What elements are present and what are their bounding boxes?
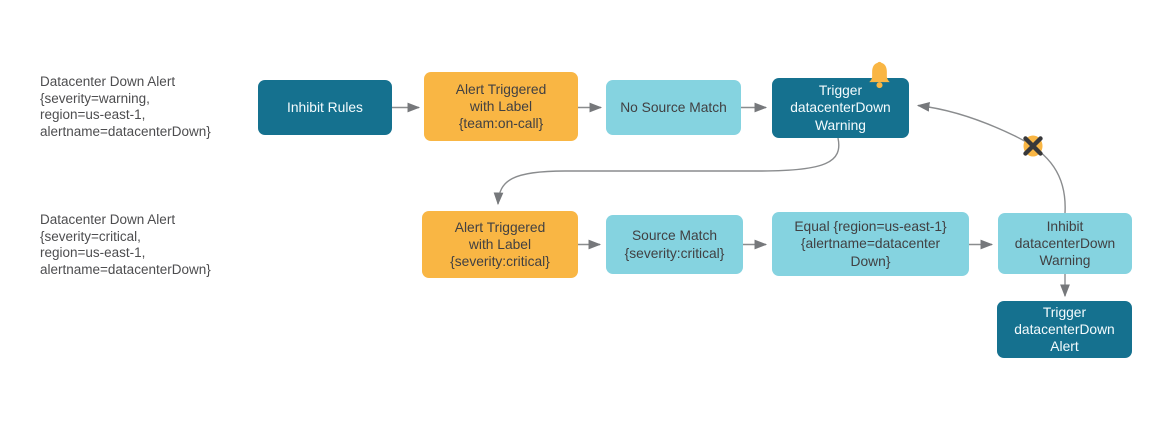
node-source-match: Source Match {severity:critical} [606, 215, 743, 274]
node-inhibit-datacenterdown-warning: Inhibit datacenterDown Warning [998, 213, 1132, 274]
node-label: Source Match {severity:critical} [624, 228, 725, 261]
node-label: Trigger datacenterDown Alert [1014, 304, 1115, 355]
node-trigger-datacenterdown-warning: Trigger datacenterDown Warning [772, 61, 909, 138]
node-label: Alert Triggered with Label {severity:cri… [450, 219, 550, 270]
node-label: No Source Match [620, 99, 727, 115]
node-label: Alert Triggered with Label {team:on-call… [455, 81, 547, 132]
warning-alert-description: Datacenter Down Alert {severity=warning,… [40, 74, 211, 139]
node-label: Inhibit Rules [287, 99, 363, 115]
inhibit-cross-icon [1023, 135, 1043, 157]
node-trigger-datacenterdown-alert: Trigger datacenterDown Alert [997, 301, 1132, 358]
curve-triggerwarning-to-alerttriggeredcritical [493, 137, 840, 206]
node-alert-triggered-oncall: Alert Triggered with Label {team:on-call… [424, 72, 578, 141]
node-no-source-match: No Source Match [606, 80, 741, 135]
node-label: Trigger datacenterDown Warning [790, 83, 891, 133]
node-label: Inhibit datacenterDown Warning [1014, 218, 1116, 269]
bell-icon [869, 61, 890, 89]
node-label: Equal {region=us-east-1} {alertname=data… [794, 219, 947, 269]
node-inhibit-rules: Inhibit Rules [258, 80, 392, 135]
curve-inhibitwarning-to-triggerwarning [916, 101, 1066, 214]
node-equal-labels: Equal {region=us-east-1} {alertname=data… [772, 212, 969, 276]
node-alert-triggered-critical: Alert Triggered with Label {severity:cri… [422, 211, 578, 278]
critical-alert-description: Datacenter Down Alert {severity=critical… [40, 212, 211, 277]
